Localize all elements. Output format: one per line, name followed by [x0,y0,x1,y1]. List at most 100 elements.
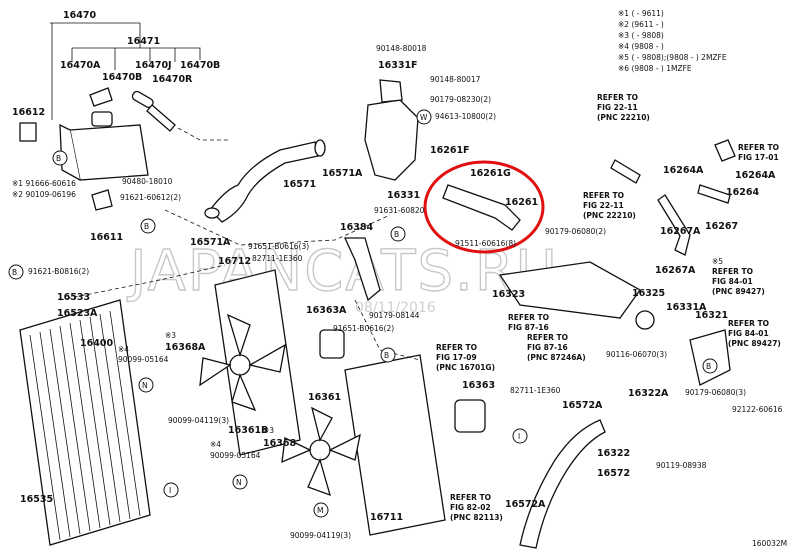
callout-b: B [702,358,718,374]
part-label: 16321 [695,310,728,321]
svg-text:(PNC 22210): (PNC 22210) [597,113,650,122]
part-label: 16363A [306,305,347,316]
part-label: 16470B [102,72,142,83]
legend-line: ※6 (9808 - ) 1MZFE [618,64,692,73]
svg-text:FIG 84-01: FIG 84-01 [728,329,769,338]
part-label: 16361 [308,392,341,403]
svg-text:FIG 17-09: FIG 17-09 [436,353,477,362]
part-label: 90119-08938 [656,461,707,470]
part-label: 16400 [80,338,113,349]
legend-line: ※5 ( - 9808);(9808 - ) 2MZFE [618,53,727,62]
part-label: ※5 [712,257,723,266]
part-label: 16470 [63,10,96,21]
svg-text:B: B [384,351,389,360]
water-outlet-housing [364,99,419,181]
highlight-circle [423,160,545,254]
svg-text:FIG 84-01: FIG 84-01 [712,277,753,286]
part-label: 90179-08144 [369,311,420,320]
part-label: 91651-B0616(3) [248,242,309,251]
refer-fig-87-16-a: REFER TO FIG 87-16 [508,313,549,332]
refer-fig-17-01: REFER TO FIG 17-01 [738,143,779,162]
svg-text:REFER TO: REFER TO [450,493,491,502]
callout-b: B [390,226,406,242]
callout-b: B [380,347,396,363]
svg-text:REFER TO: REFER TO [728,319,769,328]
part-label: 16711 [370,512,403,523]
reservoir-cap [91,111,113,127]
part-label: 91511-60616(8) [455,239,516,248]
diagram-code: 160032M [752,539,787,548]
part-label: 16611 [90,232,123,243]
water-bypass-bracket [498,261,641,319]
callout-i: I [512,428,528,444]
refer-fig-22-11-top: REFER TO FIG 22-11 (PNC 22210) [597,93,650,122]
legend-line: ※2 (9611 - ) [618,20,664,29]
o-ring-16325 [635,310,655,330]
part-label: 16331 [387,190,420,201]
part-label: 16470B [180,60,220,71]
fan-shroud-16711 [344,354,446,536]
reservoir-tank [69,124,149,181]
part-label: 16471 [127,36,160,47]
part-label: 16470J [135,60,172,71]
part-label: 16267A [655,265,696,276]
clamp-16611 [91,189,113,211]
legend: ※1 ( - 9611) ※2 (9611 - ) ※3 ( - 9808) ※… [618,9,727,73]
svg-text:B: B [56,154,61,163]
hose-16264 [697,184,731,204]
part-label: 16325 [632,288,665,299]
bracket-16384 [343,237,381,302]
part-label: 16264A [735,170,776,181]
hose-16267 [657,194,691,256]
svg-text:(PNC 89427): (PNC 89427) [712,287,765,296]
svg-text:B: B [706,362,711,371]
refer-fig-84-01-a: REFER TO FIG 84-01 (PNC 89427) [712,267,765,296]
svg-text:REFER TO: REFER TO [436,343,477,352]
svg-text:(PNC 16701G): (PNC 16701G) [436,363,495,372]
svg-text:B: B [144,222,149,231]
part-label: 90116-06070(3) [606,350,667,359]
callout-b: B [8,264,24,280]
callout-m: M [313,502,329,518]
part-label: 16264 [726,187,759,198]
svg-text:M: M [317,506,323,515]
svg-text:REFER TO: REFER TO [508,313,549,322]
svg-text:N: N [236,478,242,487]
part-label: ※2 90109-06196 [12,190,76,199]
bracket-16612 [19,122,37,142]
svg-text:FIG 87-16: FIG 87-16 [508,323,549,332]
part-label: 16571A [190,237,231,248]
part-label: 16572 [597,468,630,479]
svg-text:FIG 82-02: FIG 82-02 [450,503,491,512]
part-labels: 16470 16471 16470A 16470B 16470J 16470R … [12,10,783,540]
part-label: 90179-06080(3) [685,388,746,397]
part-label: ※1 91666-60616 [12,179,76,188]
svg-text:(PNC 89427): (PNC 89427) [728,339,781,348]
svg-text:B: B [12,268,17,277]
part-label: 16523A [57,308,98,319]
svg-text:(PNC 82113): (PNC 82113) [450,513,503,522]
hose-clamp [314,139,326,157]
legend-line: ※4 (9808 - ) [618,42,664,51]
part-label: ※3 [263,426,274,435]
svg-text:(PNC 22210): (PNC 22210) [583,211,636,220]
part-label: 90148-80017 [430,75,481,84]
water-outlet-16331F [379,79,403,103]
part-label: 90179-06080(2) [545,227,606,236]
part-label: ※4 [210,440,221,449]
svg-text:I: I [518,432,520,441]
part-label: 92122-60616 [732,405,783,414]
refer-fig-22-11-mid: REFER TO FIG 22-11 (PNC 22210) [583,191,636,220]
svg-text:N: N [142,381,148,390]
svg-text:REFER TO: REFER TO [597,93,638,102]
part-label: 90148-80018 [376,44,427,53]
legend-line: ※3 ( - 9808) [618,31,664,40]
water-inlet-16321 [689,329,731,386]
refer-fig-87-16-b: REFER TO FIG 87-16 (PNC 87246A) [527,333,586,362]
part-label: 82711-1E360 [252,254,303,263]
part-label: 16572A [505,499,546,510]
part-label: 90179-08230(2) [430,95,491,104]
callout-n: N [138,377,154,393]
part-label: 82711-1E360 [510,386,561,395]
part-label: 16331F [378,60,418,71]
